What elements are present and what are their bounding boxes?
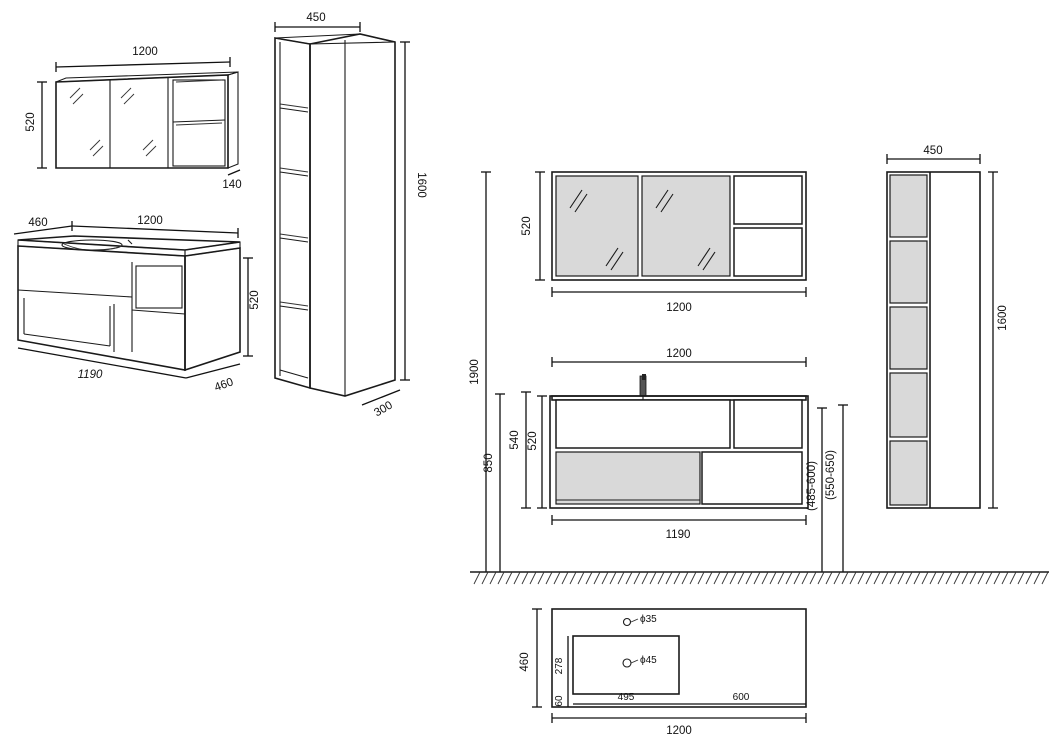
iso-vanity: 460 1200 520 1190 460	[13, 215, 261, 394]
iso-column-height-label: 1600	[415, 172, 427, 198]
plan-right-600-label: 600	[733, 692, 750, 703]
floor-line	[470, 571, 1049, 585]
iso-column-depth-label: 300	[372, 399, 395, 419]
elev-column-height-label: 1600	[997, 305, 1009, 331]
plan-depth-label: 460	[519, 652, 531, 671]
iso-vanity-depth-top-label: 460	[28, 217, 47, 229]
elev-mirror-height-label: 520	[521, 216, 533, 235]
elev-vanity-bottom-width-label: 1190	[666, 529, 691, 541]
iso-mirror-cabinet: 1200 520 140	[25, 46, 242, 191]
drain-icon	[622, 658, 632, 668]
plan-offset-60-label: 60	[554, 695, 565, 707]
iso-column-width-label: 450	[306, 12, 325, 24]
elevation-vanity: 1200 1190 1900 850 540	[469, 171, 848, 572]
iso-vanity-height-label: 520	[249, 290, 261, 309]
elev-total-height-label: 1900	[469, 359, 481, 385]
elev-height-540-label: 540	[509, 430, 521, 449]
elev-mirror-width-label: 1200	[666, 302, 692, 314]
elev-range-a-label: (485-600)	[806, 461, 818, 511]
iso-mirror-height-label: 520	[25, 112, 37, 131]
elev-range-b-label: (550-650)	[825, 450, 837, 500]
elev-column-width-label: 450	[923, 145, 942, 157]
plan-total-width-label: 1200	[666, 725, 692, 737]
elev-vanity-top-width-label: 1200	[666, 348, 692, 360]
plan-left-495-label: 495	[618, 692, 635, 703]
elevation-reflection-icon	[569, 189, 716, 271]
tap-hole-icon	[622, 617, 632, 627]
iso-vanity-width-front-label: 1190	[78, 369, 103, 381]
mirror-reflection-icon	[69, 87, 157, 157]
elev-height-520-label: 520	[527, 431, 539, 450]
iso-vanity-width-top-label: 1200	[137, 215, 163, 227]
elev-mount-height-label: 850	[483, 453, 495, 472]
elevation-tall-column: 450 1600	[886, 145, 1009, 509]
plan-view: ϕ35 ϕ45 460 278 60 495 600 1200	[519, 608, 807, 737]
iso-mirror-width-label: 1200	[132, 46, 158, 58]
plan-tap-hole-label: ϕ35	[640, 614, 657, 625]
iso-mirror-depth-label: 140	[222, 179, 241, 191]
plan-drain-hole-label: ϕ45	[640, 655, 657, 666]
iso-tall-column: 450 1600 300	[274, 12, 427, 419]
plan-basin-depth-label: 278	[554, 657, 565, 674]
elevation-mirror-cabinet: 520 1200	[521, 171, 807, 314]
iso-vanity-depth-side-label: 460	[213, 376, 235, 394]
